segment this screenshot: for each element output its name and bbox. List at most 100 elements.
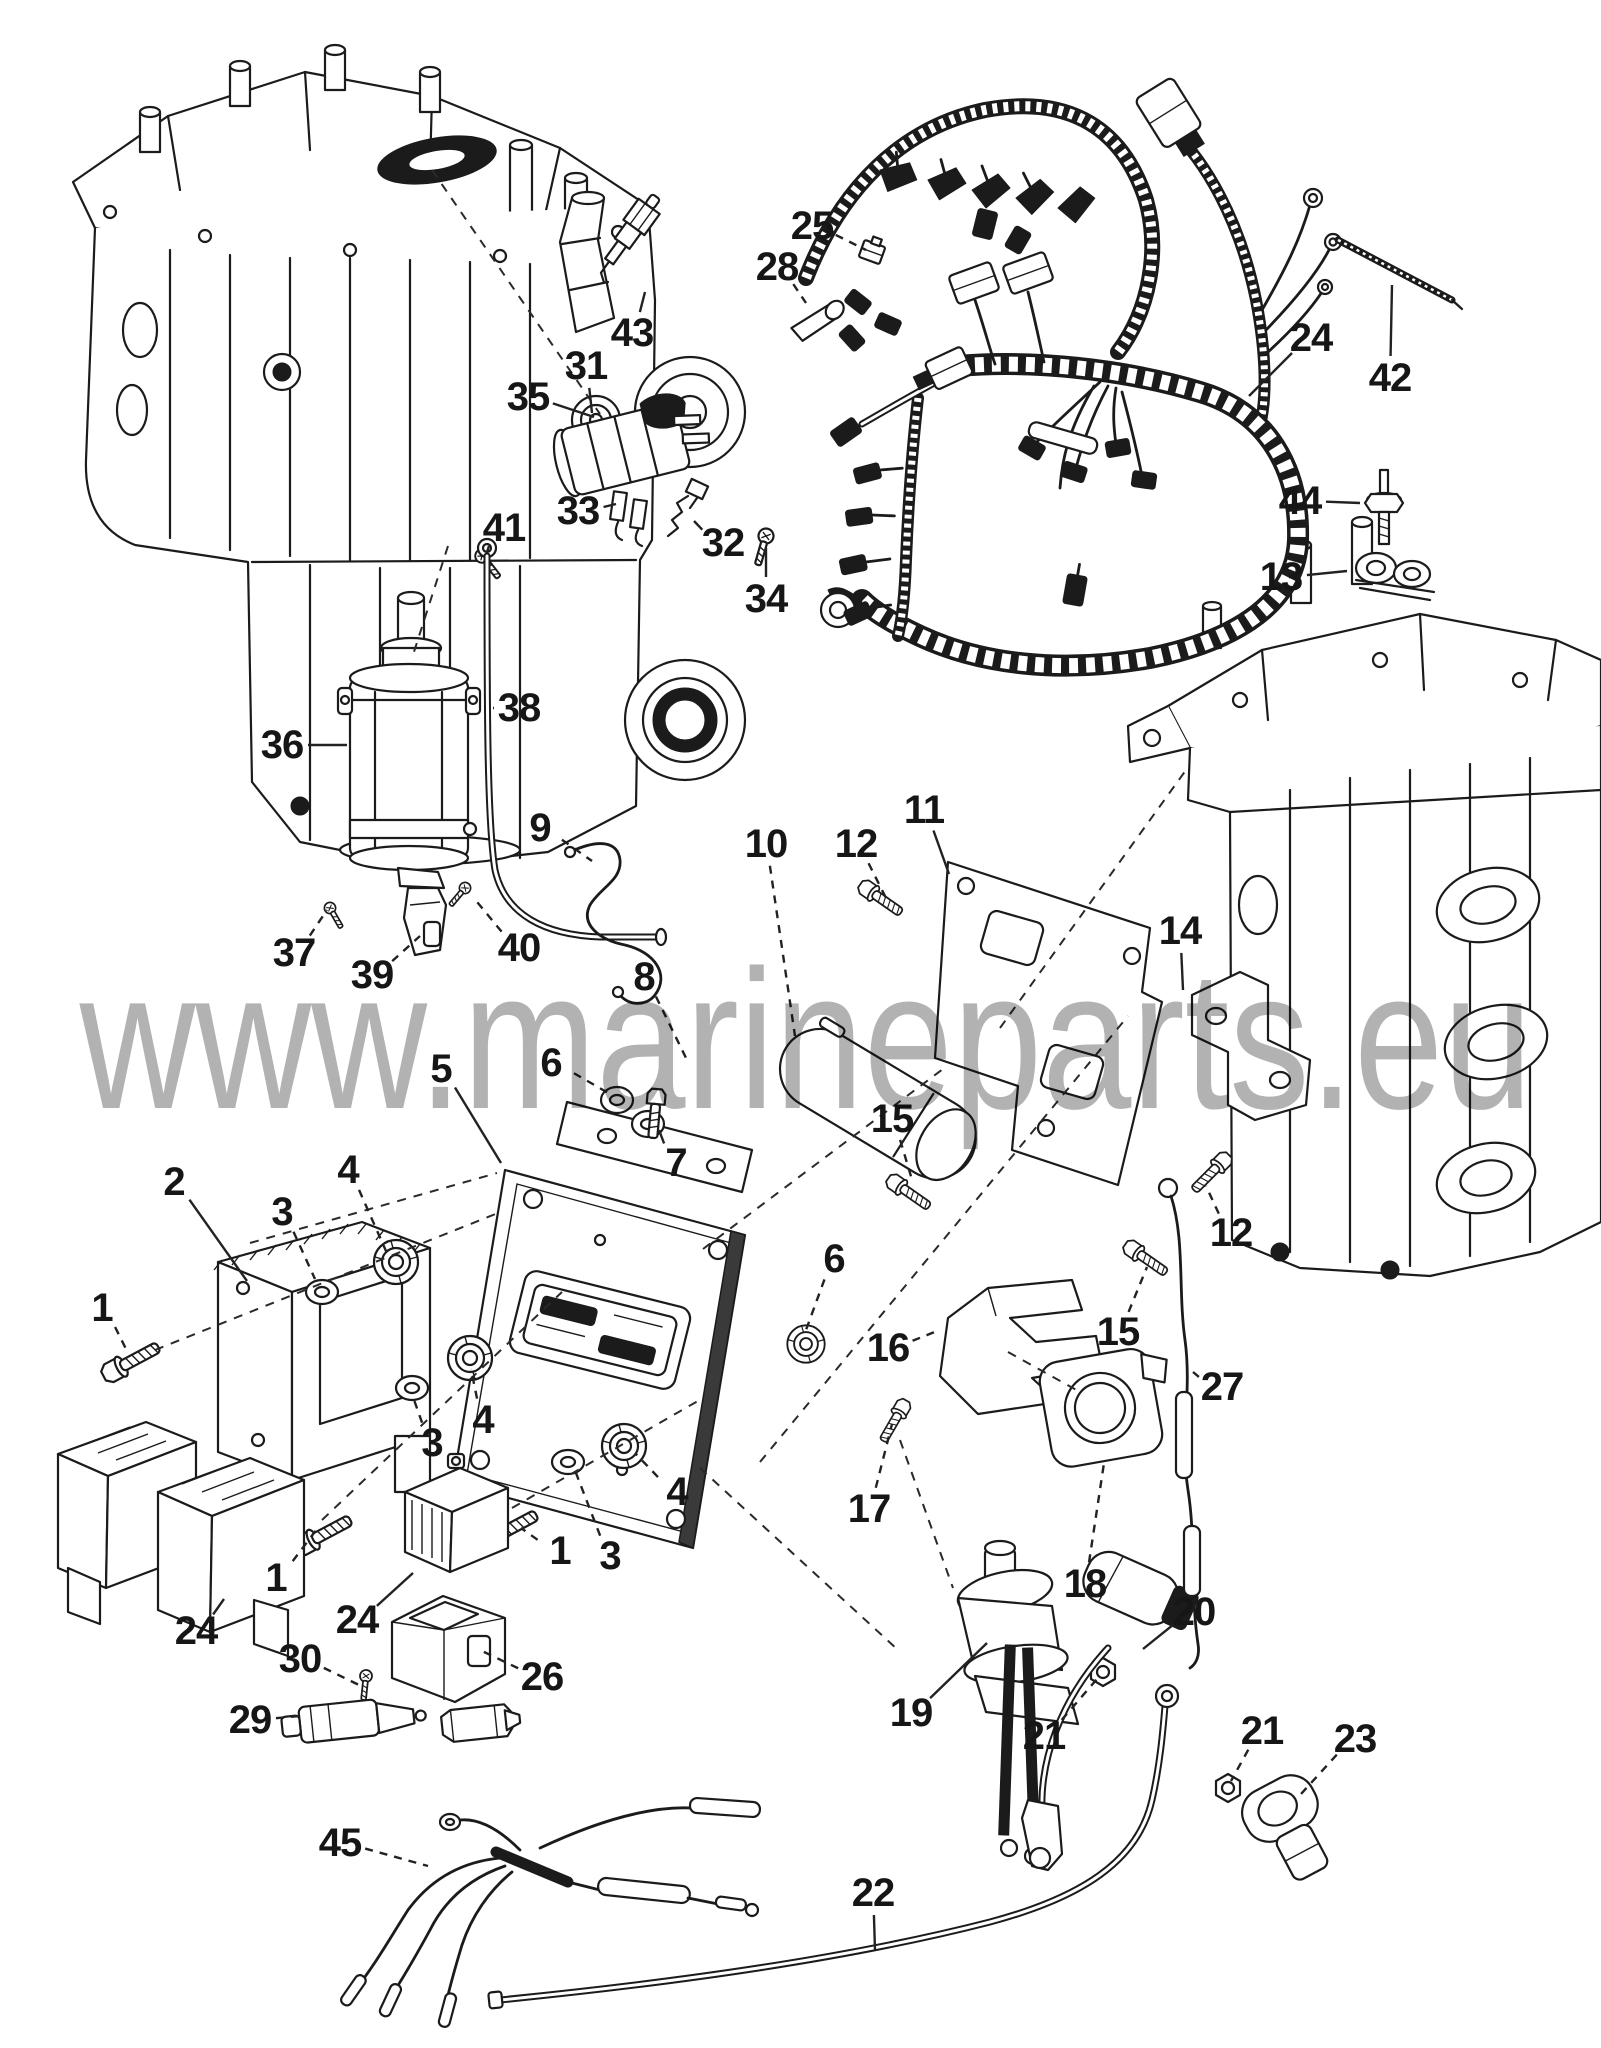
callout-4-50: 4 [337, 1148, 359, 1192]
leader-28-8 [792, 283, 807, 304]
leader-19-35 [929, 1642, 988, 1699]
leader-4-56 [634, 1452, 659, 1478]
harness-fan-plugs [1018, 380, 1158, 607]
starter-motor [336, 590, 482, 890]
callout-15-33: 15 [1096, 1310, 1140, 1354]
leader-40-17 [472, 896, 503, 933]
leader-25-7 [835, 233, 867, 252]
callout-28-8: 28 [755, 245, 799, 289]
leader-2-48 [188, 1199, 248, 1282]
wire-set-45 [340, 1796, 762, 2028]
leader-18-32 [1087, 1462, 1106, 1563]
bolt-7 [645, 1087, 667, 1140]
callout-24-45: 24 [174, 1609, 218, 1653]
callout-13-12: 13 [1259, 555, 1303, 599]
leader-45-46 [364, 1847, 429, 1868]
callout-8-24: 8 [633, 955, 655, 999]
bolt-44 [1363, 468, 1405, 546]
leader-4-50 [357, 1189, 388, 1252]
leader-20-37 [1142, 1623, 1174, 1650]
callout-11-21: 11 [903, 788, 945, 832]
leader-7-27 [657, 1129, 666, 1144]
clip-16 [938, 1278, 1104, 1416]
leader-44-11 [1325, 500, 1361, 505]
boot-23 [1241, 1774, 1329, 1881]
leader-12-23 [1204, 1185, 1220, 1215]
callout-3-51: 3 [421, 1421, 443, 1465]
callout-26-43: 26 [520, 1655, 564, 1699]
leader-9-18 [561, 838, 593, 862]
callout-37-15: 37 [272, 931, 316, 975]
callout-19-35: 19 [889, 1691, 933, 1735]
leader-13-12 [1306, 569, 1348, 577]
brush-set-33 [609, 490, 648, 548]
callout-38-14: 38 [497, 686, 541, 730]
ecu-module-5 [451, 1168, 747, 1550]
callout-25-7: 25 [790, 204, 834, 248]
leader-29-41 [275, 1714, 300, 1720]
callout-20-37: 20 [1172, 1590, 1216, 1634]
leader-6-26 [573, 1072, 611, 1096]
callout-43-0: 43 [610, 311, 654, 355]
leader-14-22 [1180, 952, 1185, 991]
leader-21-38 [1229, 1749, 1250, 1782]
fuse-holder-24b [56, 1420, 306, 1658]
callout-3-55: 3 [599, 1534, 621, 1578]
mount-strip-8 [555, 1100, 754, 1194]
callout-40-17: 40 [497, 926, 541, 970]
bracket-14 [1190, 970, 1312, 1122]
callout-4-56: 4 [666, 1470, 688, 1514]
leader-37-15 [308, 909, 328, 937]
wiring-harness [798, 77, 1343, 677]
callout-14-22: 14 [1158, 909, 1202, 953]
clamp-13 [1354, 551, 1436, 602]
spark-plug-43 [599, 193, 661, 284]
leader-12-20 [867, 862, 890, 903]
callout-15-28: 15 [870, 1097, 914, 1141]
callout-24-9: 24 [1289, 316, 1333, 360]
pin-42 [1334, 236, 1464, 311]
powerhead-block-left [71, 43, 747, 868]
leader-42-10 [1389, 284, 1394, 357]
leader-22-40 [872, 1914, 877, 1951]
leader-43-0 [638, 291, 647, 313]
negative-cable-20 [1020, 1550, 1199, 1872]
callout-5-25: 5 [430, 1047, 452, 1091]
mount-bracket-2 [213, 1220, 432, 1494]
callout-45-46: 45 [318, 1821, 362, 1865]
retainer-32 [666, 477, 710, 538]
callout-32-4: 32 [701, 521, 745, 565]
callout-31-2: 31 [564, 344, 608, 388]
starter-cable-38 [476, 537, 668, 947]
callout-44-11: 44 [1278, 479, 1322, 523]
leader-26-43 [481, 1649, 519, 1670]
battery-cable-22 [487, 1683, 1180, 2010]
callout-16-29: 16 [866, 1326, 910, 1370]
leader-8-24 [654, 996, 689, 1061]
leader-15-28 [898, 1139, 915, 1184]
callout-18-32: 18 [1063, 1562, 1107, 1606]
leader-24-44 [376, 1572, 414, 1607]
lanyard-lead-27 [1157, 1177, 1202, 1670]
assembly-dashed-lines [154, 169, 1187, 1651]
leader-21-36 [1060, 1678, 1098, 1721]
harness-top-boots [879, 150, 1096, 224]
callout-3-49: 3 [271, 1190, 293, 1234]
callout-12-20: 12 [834, 822, 878, 866]
starter-clamp-39 [402, 886, 448, 957]
leader-3-51 [411, 1396, 424, 1424]
callout-29-41: 29 [228, 1698, 272, 1742]
callout-12-23: 12 [1209, 1211, 1253, 1255]
leader-1-47 [113, 1326, 129, 1352]
callout-1-53: 1 [265, 1556, 287, 1600]
callout-42-10: 42 [1368, 356, 1412, 400]
leader-30-42 [323, 1666, 360, 1687]
terminal-28 [790, 299, 845, 342]
relay-cover-26 [390, 1594, 507, 1704]
leader-24-9 [1248, 352, 1293, 397]
callout-17-31: 17 [847, 1487, 891, 1531]
callout-9-18: 9 [529, 806, 551, 850]
